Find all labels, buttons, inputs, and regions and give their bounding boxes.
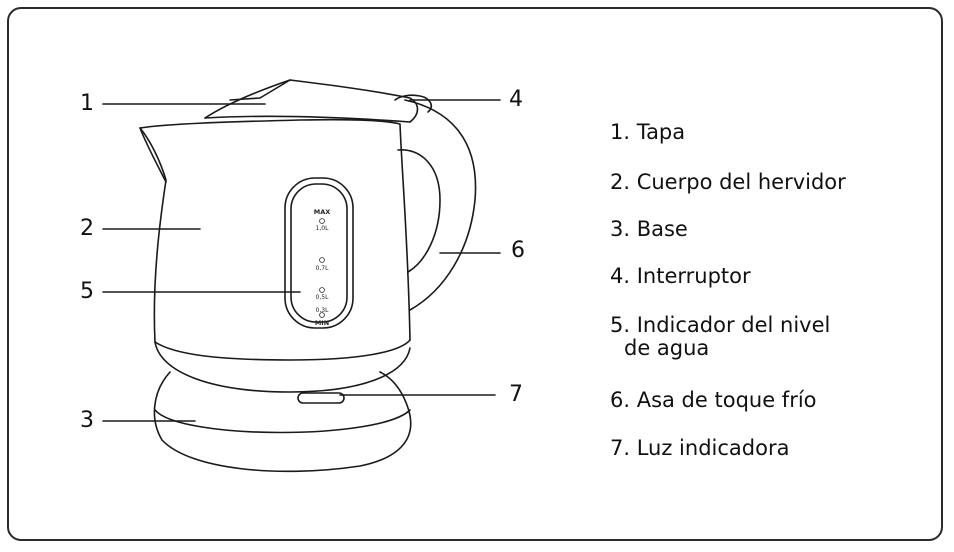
callout-number-6: 6 [511,238,525,263]
legend-item-4: 4. Interruptor [610,264,751,288]
callout-number-4: 4 [509,87,523,112]
legend-item-7: 7. Luz indicadora [610,436,790,460]
kettle-base [153,371,412,473]
legend-item-2: 2. Cuerpo del hervidor [610,170,846,194]
callout-number-1: 1 [80,91,94,116]
water-level-window [284,177,354,329]
callout-number-5: 5 [80,279,94,304]
indicator-light [297,392,345,404]
kettle-handle [404,99,477,311]
kettle-body [139,118,411,343]
scale-0-5l-label: 0,5L [316,294,330,301]
scale-0-7l-label: 0,7L [316,265,330,272]
diagram-frame [7,7,943,541]
legend-item-5-line2: de agua [624,336,710,360]
callout-number-7: 7 [509,382,523,407]
scale-min-label: MIN [315,319,329,327]
legend-item-5-line1: 5. Indicador del nivel [610,313,831,337]
callout-number-2: 2 [80,216,94,241]
legend-item-6: 6. Asa de toque frío [610,388,817,412]
kettle-lid [204,79,419,123]
kettle-switch [394,94,432,113]
scale-1-0l-label: 1,0L [316,225,330,232]
kettle-body-bottom [154,341,411,393]
legend-item-1: 1. Tapa [610,120,686,144]
scale-max-label: MAX [314,208,331,216]
scale-0-3l-label: 0,3L [316,307,330,314]
legend-item-3: 3. Base [610,217,688,241]
callout-number-3: 3 [80,408,94,433]
